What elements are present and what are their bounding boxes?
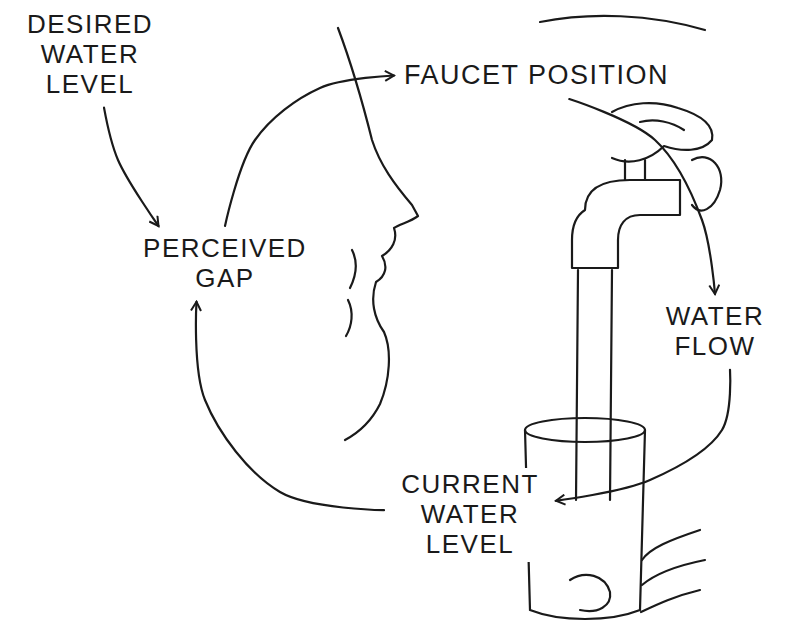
loop-arrow xyxy=(104,108,159,226)
variable-label: PERCEIVED GAP xyxy=(134,234,316,294)
hand-on-cup xyxy=(570,530,705,612)
variable-label: WATER FLOW xyxy=(644,302,786,362)
loop-arrow xyxy=(569,99,715,294)
variable-label: CURRENT WATER LEVEL xyxy=(394,470,546,560)
variable-label: FAUCET POSITION xyxy=(404,60,669,91)
variable-label: DESIRED WATER LEVEL xyxy=(24,10,156,100)
loop-arrow xyxy=(556,370,730,501)
loop-variable: WATER FLOW xyxy=(640,300,790,364)
finger xyxy=(640,120,684,130)
faucet-stem xyxy=(625,160,645,180)
loop-arrow xyxy=(225,76,394,226)
face-wrinkle xyxy=(346,300,352,336)
loop-variable: DESIRED WATER LEVEL xyxy=(20,8,160,102)
face-wrinkle xyxy=(350,250,356,288)
hand-on-faucet xyxy=(612,103,712,162)
loop-variable: PERCEIVED GAP xyxy=(130,232,320,296)
ear xyxy=(692,157,721,210)
water-stream xyxy=(576,270,612,500)
arm xyxy=(540,16,705,30)
loop-arrow xyxy=(196,302,384,510)
loop-variable: FAUCET POSITION xyxy=(400,58,673,93)
faucet xyxy=(572,180,680,268)
cup-rim xyxy=(525,418,645,442)
loop-variable: CURRENT WATER LEVEL xyxy=(390,468,550,562)
